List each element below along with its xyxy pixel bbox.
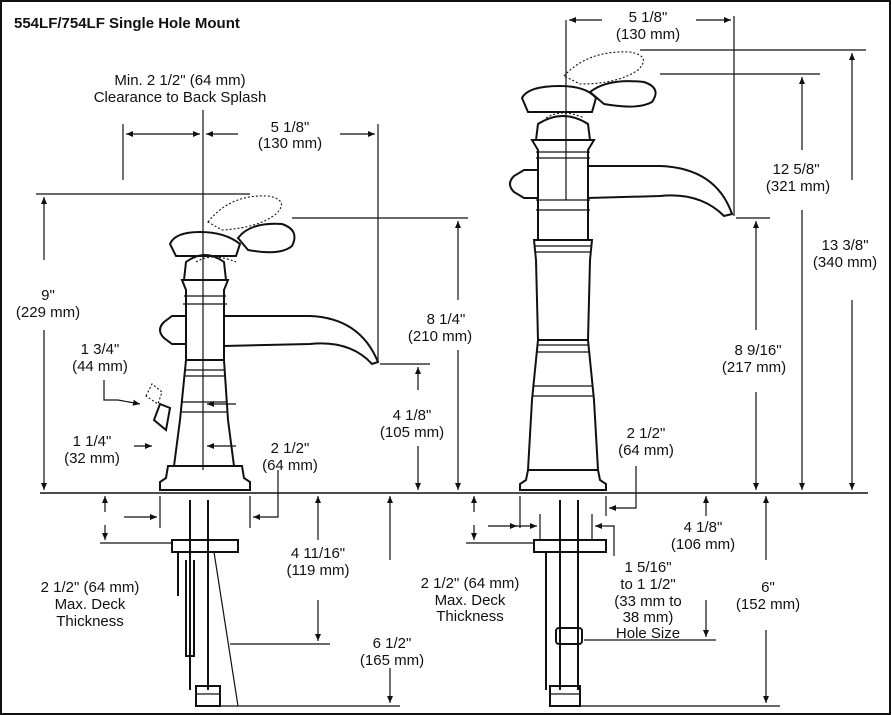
right-reach-line1: 5 1/8": [629, 9, 668, 26]
left-below-line1: 6 1/2": [373, 635, 412, 652]
left-spout-clear-line2: (105 mm): [380, 424, 444, 441]
left-handle-offset-line1: 1 3/4": [81, 341, 120, 358]
left-shank-line1: 4 11/16": [291, 545, 345, 562]
right-hole-line4: 38 mm): [623, 609, 674, 626]
right-hole-line1: 1 5/16": [624, 559, 671, 576]
right-hole-line2: to 1 1/2": [620, 576, 675, 593]
right-reach-line2: (130 mm): [616, 26, 680, 43]
left-reach-line1: 5 1/8": [271, 119, 310, 136]
left-deck-line1: 2 1/2" (64 mm): [41, 579, 140, 596]
right-total-line1: 13 3/8": [821, 237, 868, 254]
right-hole-line5: Hole Size: [616, 625, 680, 642]
right-outlet-line1: 8 9/16": [734, 342, 781, 359]
right-total-line2: (340 mm): [813, 254, 877, 271]
right-spout-top-line2: (321 mm): [766, 178, 830, 195]
right-hole-line3: (33 mm to: [614, 593, 682, 610]
left-spout-clear-line1: 4 1/8": [393, 407, 432, 424]
left-reach-line2: (130 mm): [258, 135, 322, 152]
left-spout-height-line2: (210 mm): [408, 328, 472, 345]
left-handle-offset-line2: (44 mm): [72, 358, 128, 375]
right-dimensions: [466, 16, 866, 707]
left-lever-offset-line2: (32 mm): [64, 450, 120, 467]
right-spout-top-line1: 12 5/8": [772, 161, 819, 178]
left-clearance-line1: Min. 2 1/2" (64 mm): [114, 72, 245, 89]
right-outlet-line2: (217 mm): [722, 359, 786, 376]
left-below-line2: (165 mm): [360, 652, 424, 669]
left-deck-line2: Max. Deck: [55, 596, 126, 613]
left-shank-line2: (119 mm): [286, 562, 349, 579]
right-shank-line2: (106 mm): [671, 536, 735, 553]
right-labels: 5 1/8" (130 mm) 12 5/8" (321 mm) 13 3/8"…: [421, 9, 877, 642]
left-total-height-line1: 9": [41, 287, 55, 304]
right-shank-line1: 4 1/8": [684, 519, 723, 536]
diagram-title: 554LF/754LF Single Hole Mount: [14, 15, 240, 32]
right-below-line2: (152 mm): [736, 596, 800, 613]
left-labels: Min. 2 1/2" (64 mm) Clearance to Back Sp…: [16, 72, 472, 669]
left-spout-height-line1: 8 1/4": [427, 311, 466, 328]
left-lever-offset-line1: 1 1/4": [73, 433, 112, 450]
left-base-line1: 2 1/2": [271, 440, 310, 457]
left-deck-line3: Thickness: [56, 613, 124, 630]
right-deck-line3: Thickness: [436, 608, 504, 625]
right-base-line1: 2 1/2": [627, 425, 666, 442]
right-deck-line2: Max. Deck: [435, 592, 506, 609]
right-deck-line1: 2 1/2" (64 mm): [421, 575, 520, 592]
left-clearance-line2: Clearance to Back Splash: [94, 89, 267, 106]
left-dimensions: [36, 124, 468, 707]
right-base-line2: (64 mm): [618, 442, 674, 459]
left-base-line2: (64 mm): [262, 457, 318, 474]
right-below-line1: 6": [761, 579, 775, 596]
left-faucet-drawing: [145, 195, 380, 707]
left-total-height-line2: (229 mm): [16, 304, 80, 321]
